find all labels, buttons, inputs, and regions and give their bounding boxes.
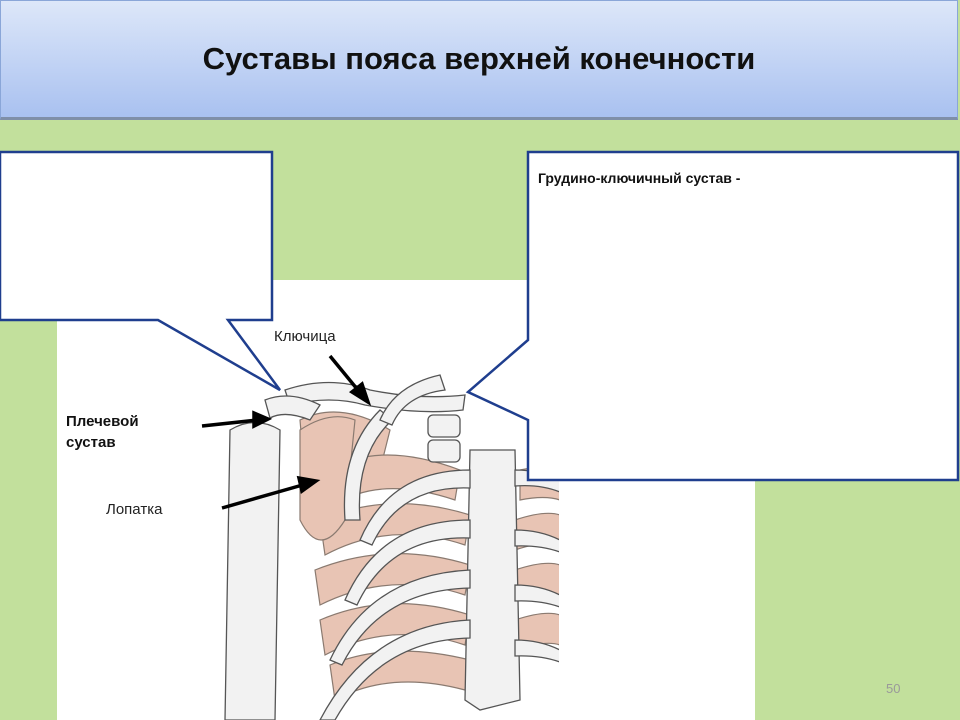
left-callout bbox=[0, 150, 282, 392]
right-callout-text: Грудино-ключичный сустав - bbox=[538, 170, 741, 186]
scapula-arrow bbox=[221, 482, 307, 510]
shoulder-joint-label: Плечевой сустав bbox=[66, 411, 139, 453]
shoulder-arrow bbox=[201, 418, 259, 428]
bones bbox=[224, 374, 561, 720]
title-bar: Суставы пояса верхней конечности bbox=[0, 0, 958, 120]
page-number: 50 bbox=[886, 681, 901, 696]
clavicle-arrowhead bbox=[348, 381, 372, 407]
clavicle-label: Ключица bbox=[274, 328, 336, 345]
shoulder-arrowhead bbox=[252, 410, 273, 429]
pointer-arrows bbox=[201, 354, 372, 510]
right-callout bbox=[465, 150, 960, 482]
shoulder-joint-label-line2: сустав bbox=[66, 434, 116, 451]
scapula-label: Лопатка bbox=[106, 501, 163, 518]
shoulder-joint-label-line1: Плечевой bbox=[66, 413, 139, 430]
slide-title: Суставы пояса верхней конечности bbox=[202, 41, 756, 76]
scapula-arrowhead bbox=[296, 475, 321, 494]
